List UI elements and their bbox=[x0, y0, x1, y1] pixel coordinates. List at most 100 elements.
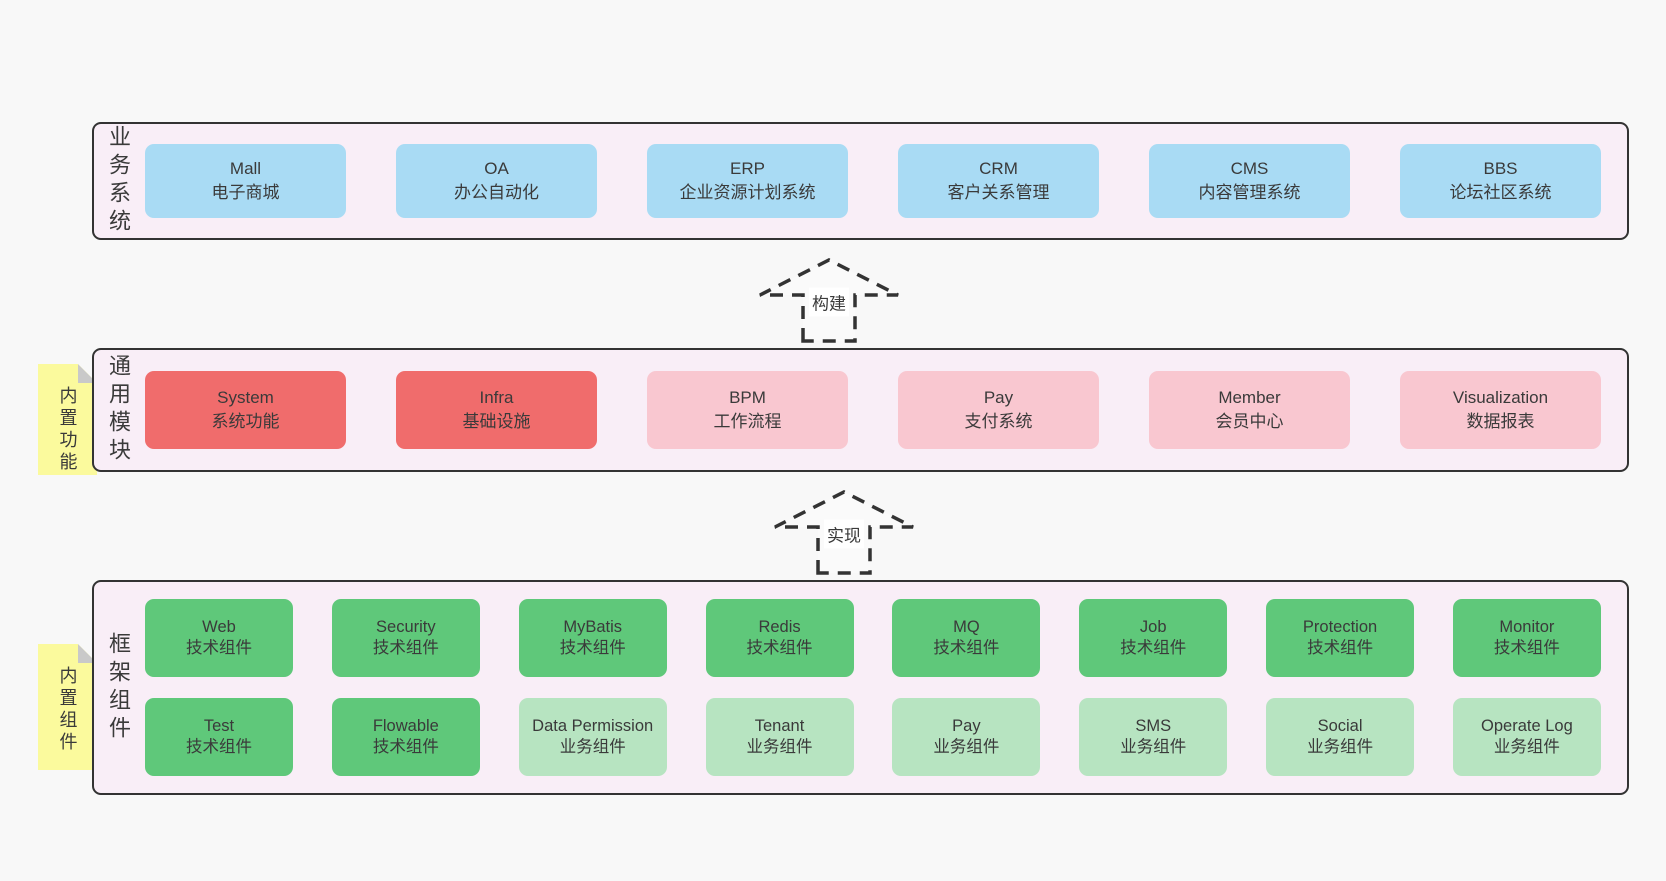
module-title: MQ bbox=[953, 617, 980, 636]
module-subtitle: 工作流程 bbox=[713, 412, 782, 431]
module-box-social: Social 业务组件 bbox=[1266, 698, 1415, 776]
layer-label: 框架组件 bbox=[106, 631, 131, 744]
layer-label: 业务系统 bbox=[106, 125, 131, 237]
module-box-system: System 系统功能 bbox=[145, 371, 346, 449]
module-title: Pay bbox=[983, 388, 1014, 408]
module-title: Web bbox=[202, 617, 236, 636]
module-subtitle: 业务组件 bbox=[746, 738, 813, 756]
sticky-note-label: 内置功能 bbox=[57, 386, 78, 474]
module-box-flowable: Flowable 技术组件 bbox=[331, 698, 480, 776]
layer-business-systems: 业务系统 Mall 电子商城 OA 办公自动化 ERP 企业资源计划系统 CRM 客户关系管理… bbox=[92, 122, 1629, 240]
module-subtitle: 企业资源计划系统 bbox=[679, 183, 816, 202]
module-box-oa: OA 办公自动化 bbox=[396, 144, 597, 218]
module-box-data-permission: Data Permission 业务组件 bbox=[518, 698, 667, 776]
module-subtitle: 技术组件 bbox=[372, 639, 439, 657]
module-title: Tenant bbox=[754, 716, 805, 735]
module-box-mybatis: MyBatis 技术组件 bbox=[518, 599, 667, 677]
module-title: Security bbox=[376, 617, 436, 636]
module-subtitle: 业务组件 bbox=[1307, 738, 1374, 756]
module-title: ERP bbox=[730, 159, 765, 179]
module-box-crm: CRM 客户关系管理 bbox=[898, 144, 1099, 218]
module-title: Protection bbox=[1302, 617, 1378, 636]
module-subtitle: 技术组件 bbox=[372, 738, 439, 756]
module-box-sms: SMS 业务组件 bbox=[1079, 698, 1228, 776]
module-title: System bbox=[217, 388, 274, 408]
module-subtitle: 会员中心 bbox=[1215, 412, 1284, 431]
module-subtitle: 系统功能 bbox=[211, 412, 280, 431]
module-title: Pay bbox=[952, 716, 981, 735]
sticky-note-label: 内置组件 bbox=[57, 666, 78, 754]
layer-label: 通用模块 bbox=[106, 354, 131, 466]
module-box-job: Job 技术组件 bbox=[1079, 599, 1228, 677]
module-box-bbs: BBS 论坛社区系统 bbox=[1400, 144, 1601, 218]
module-title: Test bbox=[203, 716, 235, 735]
module-title: Mall bbox=[229, 159, 262, 179]
module-title: OA bbox=[484, 159, 509, 179]
module-subtitle: 技术组件 bbox=[186, 639, 252, 657]
module-box-monitor: Monitor 技术组件 bbox=[1452, 599, 1601, 677]
module-box-erp: ERP 企业资源计划系统 bbox=[647, 144, 848, 218]
module-subtitle: 技术组件 bbox=[1493, 639, 1560, 657]
module-subtitle: 技术组件 bbox=[186, 738, 252, 756]
module-box-protection: Protection 技术组件 bbox=[1266, 599, 1415, 677]
module-subtitle: 技术组件 bbox=[559, 639, 626, 657]
module-box-operate-log: Operate Log 业务组件 bbox=[1452, 698, 1601, 776]
module-subtitle: 业务组件 bbox=[559, 738, 626, 756]
module-title: Visualization bbox=[1452, 388, 1549, 408]
module-box-test: Test 技术组件 bbox=[145, 698, 293, 776]
module-subtitle: 办公自动化 bbox=[454, 183, 539, 202]
module-subtitle: 技术组件 bbox=[933, 639, 1000, 657]
module-subtitle: 技术组件 bbox=[1120, 639, 1187, 657]
module-box-tenant: Tenant 业务组件 bbox=[705, 698, 854, 776]
module-title: SMS bbox=[1135, 716, 1172, 735]
module-box-mq: MQ 技术组件 bbox=[892, 599, 1041, 677]
module-subtitle: 客户关系管理 bbox=[947, 183, 1050, 202]
module-subtitle: 业务组件 bbox=[1120, 738, 1187, 756]
sticky-note-builtin-features: 内置功能 bbox=[38, 364, 97, 475]
module-title: BPM bbox=[729, 388, 766, 408]
module-subtitle: 技术组件 bbox=[746, 639, 813, 657]
module-title: Monitor bbox=[1499, 617, 1555, 636]
module-subtitle: 数据报表 bbox=[1466, 412, 1535, 431]
module-title: CRM bbox=[979, 159, 1018, 179]
module-title: Flowable bbox=[372, 716, 439, 735]
module-box-web: Web 技术组件 bbox=[145, 599, 293, 677]
arrow-label: 构建 bbox=[809, 287, 849, 317]
module-title: Redis bbox=[758, 617, 801, 636]
module-title: MyBatis bbox=[563, 617, 623, 636]
module-box-pay: Pay 支付系统 bbox=[898, 371, 1099, 449]
dashed-up-arrow-build: 构建 bbox=[757, 257, 901, 343]
dashed-up-arrow-implement: 实现 bbox=[772, 489, 916, 575]
module-subtitle: 技术组件 bbox=[1307, 639, 1374, 657]
module-box-security: Security 技术组件 bbox=[331, 599, 480, 677]
module-subtitle: 业务组件 bbox=[1493, 738, 1560, 756]
module-title: BBS bbox=[1483, 159, 1518, 179]
module-title: Operate Log bbox=[1481, 716, 1573, 735]
module-subtitle: 支付系统 bbox=[964, 412, 1033, 431]
module-subtitle: 内容管理系统 bbox=[1198, 183, 1301, 202]
module-box-redis: Redis 技术组件 bbox=[705, 599, 854, 677]
module-box-mall: Mall 电子商城 bbox=[145, 144, 346, 218]
module-subtitle: 论坛社区系统 bbox=[1449, 183, 1552, 202]
module-title: Job bbox=[1139, 617, 1167, 636]
module-title: Social bbox=[1317, 716, 1363, 735]
module-subtitle: 基础设施 bbox=[462, 412, 531, 431]
module-title: Data Permission bbox=[532, 716, 654, 735]
module-box-bpm: BPM 工作流程 bbox=[647, 371, 848, 449]
module-subtitle: 电子商城 bbox=[211, 183, 280, 202]
arrow-label: 实现 bbox=[824, 519, 864, 549]
